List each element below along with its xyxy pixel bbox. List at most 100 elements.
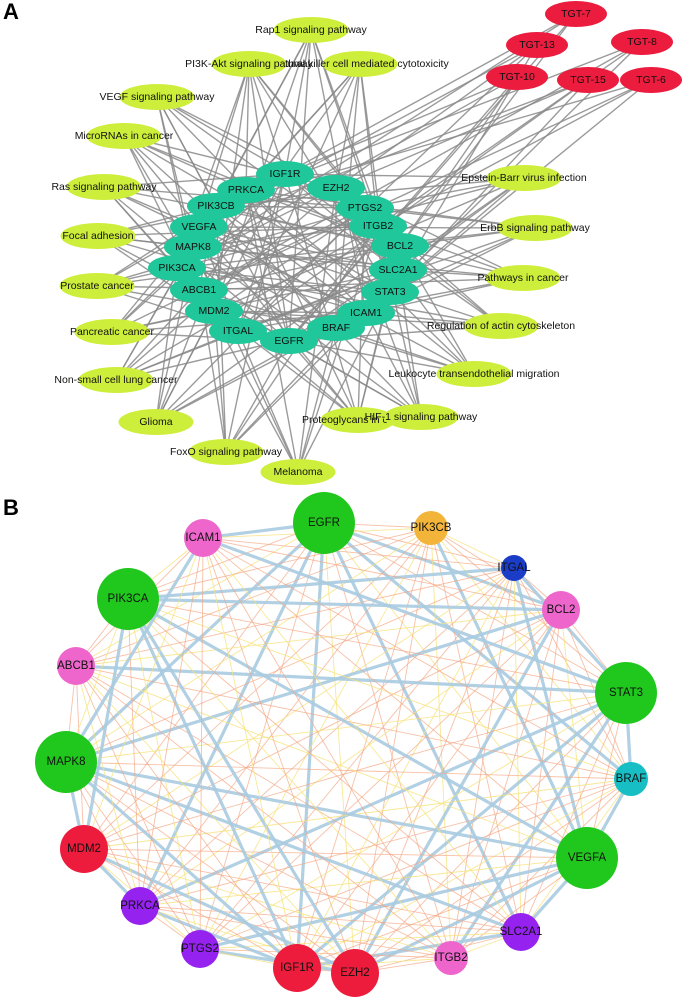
target-label: PIK3CA	[158, 262, 195, 274]
ppi-node-label: PTGS2	[181, 943, 219, 955]
pathway-label: ErbB signaling pathway	[480, 222, 590, 234]
pathway-node-prostate-cancer: Prostate cancer	[59, 273, 135, 299]
edge-regulation-of-actin-cytoskeleton-bcl2	[399, 245, 502, 327]
edge-stat3-abcb1	[75, 664, 627, 695]
edge-stat3-prkca	[139, 691, 627, 908]
target-node-mdm2: MDM2	[185, 298, 243, 324]
edge-itgal-prkca	[139, 567, 515, 907]
ppi-node-label: BCL2	[547, 604, 576, 616]
compound-shape	[506, 32, 568, 58]
pathway-shape	[486, 165, 562, 191]
target-label: BCL2	[387, 240, 413, 252]
target-node-pik3ca: PIK3CA	[148, 255, 206, 281]
target-label: SLC2A1	[378, 264, 417, 276]
edge-bcl2-vegfa	[560, 609, 588, 859]
edge-melanoma-itgal	[237, 330, 299, 473]
ppi-node-label: MAPK8	[47, 756, 86, 768]
ppi-node-icam1: ICAM1	[184, 519, 222, 557]
pathway-node-melanoma: Melanoma	[260, 459, 336, 485]
edge-slc2a1-mapk8	[65, 760, 522, 934]
ppi-node-itgb2: ITGB2	[434, 941, 468, 975]
ppi-node-label: ICAM1	[185, 532, 220, 544]
ppi-node-prkca: PRKCA	[120, 887, 160, 925]
pathway-shape	[78, 367, 154, 393]
pathway-label: Melanoma	[273, 466, 322, 478]
edge-prostate-cancer-ptgs2	[96, 207, 366, 287]
target-label: PTGS2	[348, 202, 383, 214]
edge-prkca-icam1	[139, 537, 204, 907]
edge-pik3cb-ezh2	[354, 527, 432, 974]
edge-erbb-signaling-pathway-stat3	[389, 227, 536, 293]
edge-itgb2-egfr	[288, 225, 379, 342]
edge-slc2a1-abcb1	[75, 665, 522, 933]
ppi-node-shape	[501, 555, 527, 581]
edge-ezh2-prkca	[139, 905, 356, 974]
ppi-node-shape	[181, 930, 219, 968]
pathway-node-erbb-signaling-pathway: ErbB signaling pathway	[480, 215, 591, 241]
ppi-node-label: PRKCA	[120, 900, 160, 912]
pathway-label: Prostate cancer	[60, 280, 134, 292]
compound-label: TGT-10	[499, 71, 535, 83]
edge-slc2a1-ptgs2	[199, 931, 522, 950]
edge-leukocyte-transendothelial-migration-prkca	[245, 189, 475, 375]
edge-glioma-mdm2	[155, 310, 215, 423]
edge-vegf-signaling-pathway-icam1	[156, 96, 367, 314]
edge-tgt-15-itgal	[237, 79, 589, 332]
compound-shape	[620, 67, 682, 93]
target-node-mapk8: MAPK8	[164, 234, 222, 260]
edge-bcl2-mapk8	[65, 608, 562, 764]
edge-igf1r-icam1	[202, 537, 298, 969]
edge-ezh2-pik3ca	[126, 598, 357, 974]
edge-slc2a1-itgal	[237, 269, 399, 332]
edge-stat3-ptgs2	[199, 692, 627, 950]
pathway-label: VEGF signaling pathway	[100, 91, 216, 103]
edge-itgal-mapk8	[65, 567, 515, 763]
edge-pik3cb-vegfa	[429, 527, 589, 859]
target-shape	[361, 279, 419, 305]
edge-itgal-mdm2	[83, 567, 515, 850]
edge-ptgs2-mdm2	[213, 207, 366, 312]
edge-vegfa-icam1	[202, 537, 588, 859]
compound-node-tgt-13: TGT-13	[506, 32, 568, 58]
target-node-egfr: EGFR	[260, 328, 318, 354]
ppi-node-label: MDM2	[67, 843, 101, 855]
edge-tgt-15-ezh2	[335, 79, 589, 189]
edge-stat3-pik3ca	[176, 267, 391, 293]
target-shape	[307, 315, 365, 341]
ppi-node-stat3: STAT3	[595, 662, 657, 724]
ppi-node-bcl2: BCL2	[542, 591, 580, 629]
edge-non-small-cell-lung-cancer-abcb1	[115, 289, 200, 381]
edge-pik3cb-mapk8	[65, 527, 432, 763]
edge-pik3cb-ptgs2	[199, 527, 432, 950]
pathway-label: PI3K-Akt signaling pathway	[185, 58, 314, 70]
edge-vegfa-pik3ca	[127, 597, 588, 860]
pathway-shape	[86, 123, 162, 149]
edge-melanoma-braf	[297, 327, 337, 473]
pathway-label: Glioma	[139, 416, 172, 428]
ppi-node-pik3ca: PIK3CA	[97, 568, 159, 630]
edge-stat3-icam1	[202, 536, 627, 695]
target-node-itgal: ITGAL	[209, 318, 267, 344]
target-label: ABCB1	[182, 284, 217, 296]
edge-slc2a1-icam1	[202, 537, 522, 933]
pathway-shape	[383, 404, 459, 430]
target-shape	[170, 277, 228, 303]
edge-stat3-igf1r	[295, 691, 628, 970]
target-shape	[148, 255, 206, 281]
edge-stat3-itgb2	[449, 692, 628, 959]
edge-braf-mdm2	[83, 778, 632, 850]
ppi-node-egfr: EGFR	[293, 492, 355, 554]
ppi-node-label: EGFR	[308, 517, 340, 529]
target-node-vegfa: VEGFA	[170, 214, 228, 240]
edge-hif-1-signaling-pathway-itgb2	[377, 225, 422, 418]
ppi-node-mdm2: MDM2	[60, 825, 108, 873]
compound-shape	[486, 64, 548, 90]
ppi-node-shape	[542, 591, 580, 629]
ppi-node-shape	[331, 949, 379, 997]
edge-braf-igf1r	[296, 778, 632, 969]
edge-rap1-signaling-pathway-pik3cb	[215, 29, 312, 207]
edge-pik3cb-pik3ca	[127, 527, 432, 600]
edge-braf-mapk8	[192, 246, 337, 329]
edge-stat3-pik3ca	[127, 598, 627, 694]
edge-itgal-pik3ca	[127, 566, 515, 601]
